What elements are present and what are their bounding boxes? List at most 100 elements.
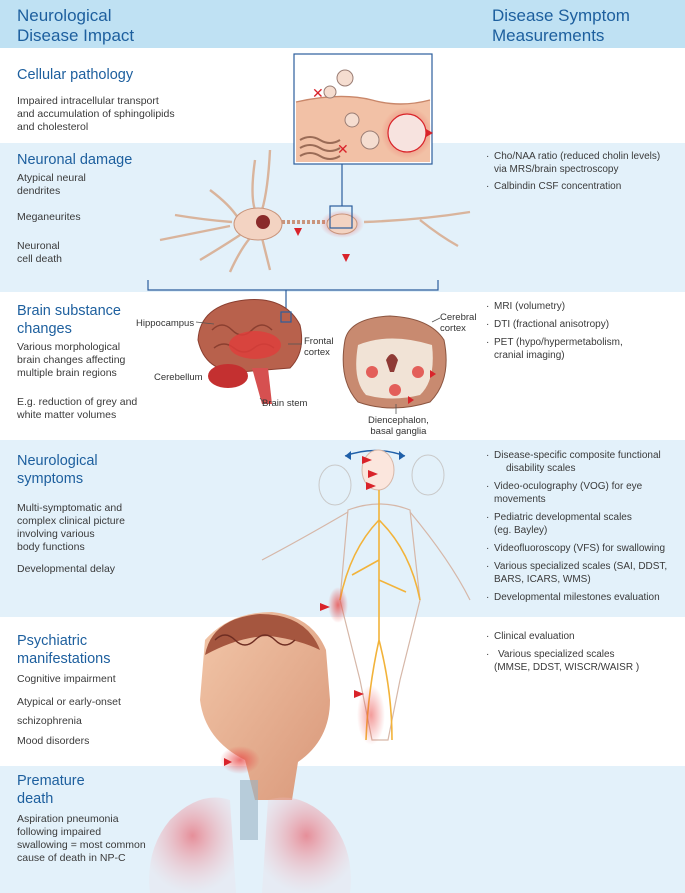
body-nervous-system-illustration	[261, 449, 471, 745]
label-line: Cerebral	[440, 312, 477, 323]
measurement-line: Clinical evaluation	[494, 631, 575, 642]
measurement-line: DTI (fractional anisotropy)	[494, 319, 610, 330]
label-line: basal ganglia	[370, 426, 427, 437]
measurement-line: disability scales	[506, 462, 576, 474]
header-bar	[0, 0, 685, 48]
section-text: and accumulation of sphingolipids	[17, 108, 175, 120]
measurement-line: Videofluoroscopy (VFS) for swallowing	[494, 543, 666, 554]
section-text: Cognitive impairment	[17, 673, 116, 685]
measurement-line: (eg. Bayley)	[494, 524, 548, 536]
measurement-line: Various specialized scales	[498, 649, 615, 660]
label-line: Diencephalon,	[368, 415, 429, 426]
section-text: body functions	[17, 541, 85, 553]
measurement-item: · Cho/NAA ratio (reduced cholin levels) …	[486, 151, 684, 176]
section-text: dendrites	[17, 185, 61, 197]
measurement-line: Developmental milestones evaluation	[494, 592, 660, 603]
section-text: involving various	[17, 528, 95, 540]
measurement-item: · Calbindin CSF concentration	[486, 181, 684, 194]
measurement-line: movements	[494, 493, 546, 505]
section-title-line: Brain substance	[17, 303, 121, 319]
section-text: following impaired	[17, 826, 102, 838]
section-text: complex clinical picture	[17, 515, 125, 527]
measurement-line: (MMSE, DDST, WISCR/WAISR )	[494, 661, 640, 673]
section-title-cellular-pathology: Cellular pathology	[17, 67, 134, 83]
brain-side-illustration	[197, 299, 303, 404]
measurement-line: Video-oculography (VOG) for eye	[494, 481, 643, 492]
band-brain	[0, 292, 685, 440]
label-diencephalon: Diencephalon, basal ganglia	[368, 415, 429, 437]
section-title-line: Neurological	[17, 453, 98, 469]
head-illustration	[200, 612, 330, 800]
brain-section-illustration	[342, 315, 447, 409]
label-hippocampus: Hippocampus	[136, 318, 195, 329]
band-psychiatric	[0, 617, 685, 766]
label-line: cortex	[440, 323, 466, 334]
section-text: Meganeurites	[17, 211, 81, 223]
section-text: cause of death in NP-C	[17, 852, 126, 864]
measurement-line: BARS, ICARS, WMS)	[494, 573, 591, 585]
header-right-line: Disease Symptom	[492, 6, 630, 25]
section-text: Developmental delay	[17, 563, 116, 575]
section-title-line: death	[17, 791, 54, 807]
measurement-item: · Disease-specific composite functional …	[486, 450, 684, 475]
section-title-line: Psychiatric	[17, 633, 88, 649]
measurement-item: · DTI (fractional anisotropy)	[486, 319, 684, 332]
section-text: Atypical neural	[17, 172, 86, 184]
section-text: Mood disorders	[17, 735, 90, 747]
section-title-line: Premature	[17, 773, 85, 789]
section-text: Aspiration pneumonia	[17, 813, 119, 825]
section-title-line: symptoms	[17, 471, 84, 487]
neuron-illustration	[159, 149, 471, 273]
section-text: Impaired intracellular transport	[17, 95, 159, 107]
section-text: white matter volumes	[17, 409, 117, 421]
section-title-psychiatric-manifestations: Psychiatric manifestations	[17, 632, 167, 668]
header-left-line: Disease Impact	[17, 26, 135, 45]
section-text: cell death	[17, 253, 62, 265]
section-text: Various morphological	[17, 341, 121, 353]
section-title-line: manifestations	[17, 651, 111, 667]
section-title-neuronal-damage: Neuronal damage	[17, 152, 133, 168]
header-right-title: Disease Symptom Measurements	[492, 6, 685, 46]
svg-text:✕: ✕	[337, 141, 349, 157]
section-title-premature-death: Premature death	[17, 772, 167, 808]
measurement-line: Disease-specific composite functional	[494, 450, 661, 461]
section-text: Neuronal	[17, 240, 60, 252]
measurement-line: via MRS/brain spectroscopy	[494, 163, 619, 175]
measurement-line: Various specialized scales (SAI, DDST,	[494, 561, 668, 572]
measurement-line: Cho/NAA ratio (reduced cholin levels)	[494, 151, 661, 162]
section-text: schizophrenia	[17, 715, 82, 727]
measurement-item: · Pediatric developmental scales (eg. Ba…	[486, 512, 684, 537]
header-left-line: Neurological	[17, 6, 112, 25]
measurement-item: · Developmental milestones evaluation	[486, 592, 684, 605]
measurement-item: · Videofluoroscopy (VFS) for swallowing	[486, 543, 684, 556]
section-text: multiple brain regions	[17, 367, 117, 379]
section-title-brain-substance-changes: Brain substance changes	[17, 302, 167, 338]
section-text: E.g. reduction of grey and	[17, 396, 138, 408]
label-brain-stem: Brain stem	[262, 398, 308, 409]
section-text: brain changes affecting	[17, 354, 126, 366]
measurement-line: PET (hypo/hypermetabolism,	[494, 337, 623, 348]
section-text: and cholesterol	[17, 121, 89, 133]
measurement-line: Pediatric developmental scales	[494, 512, 632, 523]
section-text: Atypical or early-onset	[17, 696, 121, 708]
label-cerebral-cortex: Cerebral cortex	[440, 312, 476, 334]
label-line: Frontal	[304, 336, 334, 347]
label-frontal-cortex: Frontal cortex	[304, 336, 334, 358]
section-text: swallowing = most common	[17, 839, 146, 851]
cell-pathology-illustration: ✕ ✕	[293, 53, 433, 165]
section-title-neurological-symptoms: Neurological symptoms	[17, 452, 167, 488]
measurement-item: · Clinical evaluation	[486, 631, 684, 644]
label-line: cortex	[304, 347, 330, 358]
svg-text:✕: ✕	[312, 85, 324, 101]
section-title-line: changes	[17, 321, 72, 337]
section-text: Multi-symptomatic and	[17, 502, 123, 514]
header-left-title: Neurological Disease Impact	[17, 6, 217, 46]
measurement-item: · MRI (volumetry)	[486, 301, 684, 314]
measurement-line: MRI (volumetry)	[494, 301, 566, 312]
measurement-item: · Various specialized scales (SAI, DDST,…	[486, 561, 684, 586]
measurement-item: · Various specialized scales (MMSE, DDST…	[486, 649, 684, 674]
measurement-item: · Video-oculography (VOG) for eye moveme…	[486, 481, 684, 506]
lungs-illustration	[149, 780, 351, 893]
measurement-item: · PET (hypo/hypermetabolism, cranial ima…	[486, 337, 684, 362]
